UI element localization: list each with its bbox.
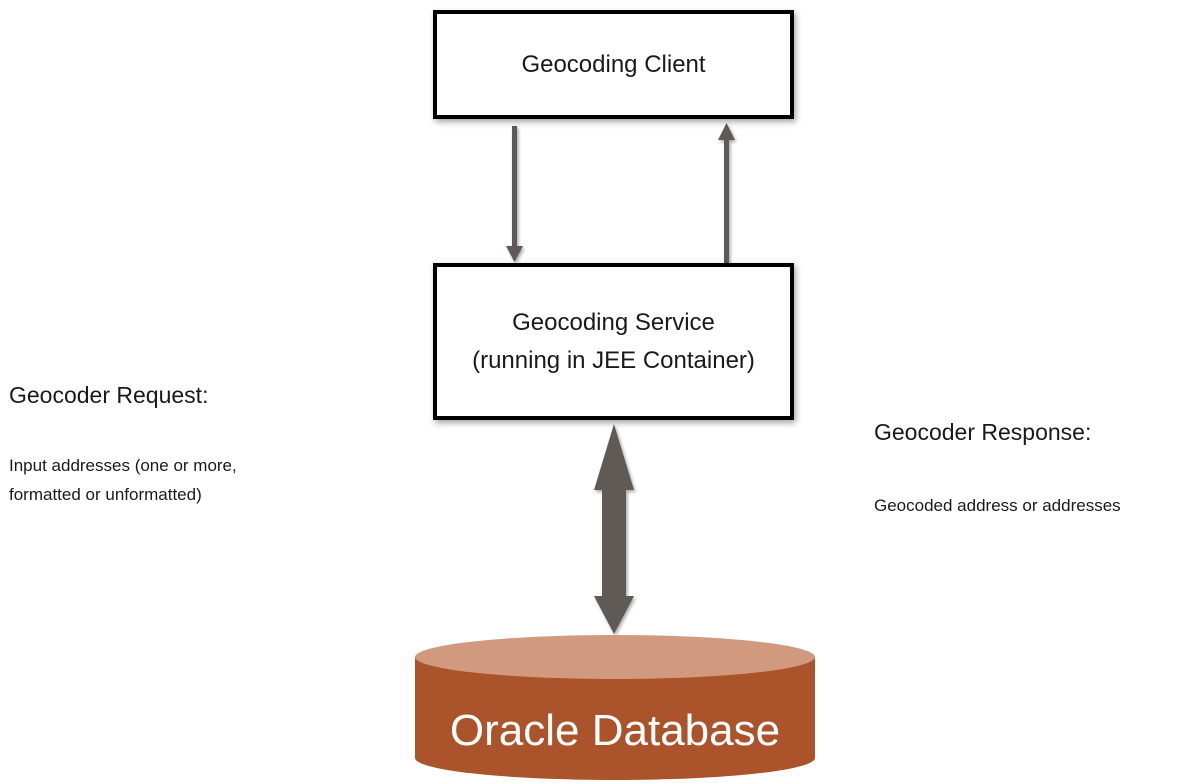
response-heading: Geocoder Response: bbox=[874, 419, 1092, 445]
response-description: Geocoded address or addresses bbox=[874, 496, 1121, 515]
request-description-line: formatted or unformatted) bbox=[9, 485, 202, 504]
geocoding-client-label: Geocoding Client bbox=[521, 50, 706, 78]
geocoding-client-box: Geocoding Client bbox=[433, 10, 794, 119]
response-arrow bbox=[718, 123, 735, 263]
oracle-database-label: Oracle Database bbox=[449, 706, 781, 755]
request-arrow bbox=[506, 126, 523, 262]
database-cylinder bbox=[415, 635, 815, 780]
geocoding-service-container-label: (running in JEE Container) bbox=[472, 346, 755, 374]
request-description: Input addresses (one or more, formatted … bbox=[9, 451, 339, 509]
geocoding-service-box: Geocoding Service (running in JEE Contai… bbox=[433, 263, 794, 420]
database-link-arrow bbox=[594, 424, 634, 634]
geocoding-service-label: Geocoding Service bbox=[512, 309, 715, 337]
request-description-line: Input addresses (one or more, bbox=[9, 456, 237, 475]
request-heading: Geocoder Request: bbox=[9, 382, 209, 408]
